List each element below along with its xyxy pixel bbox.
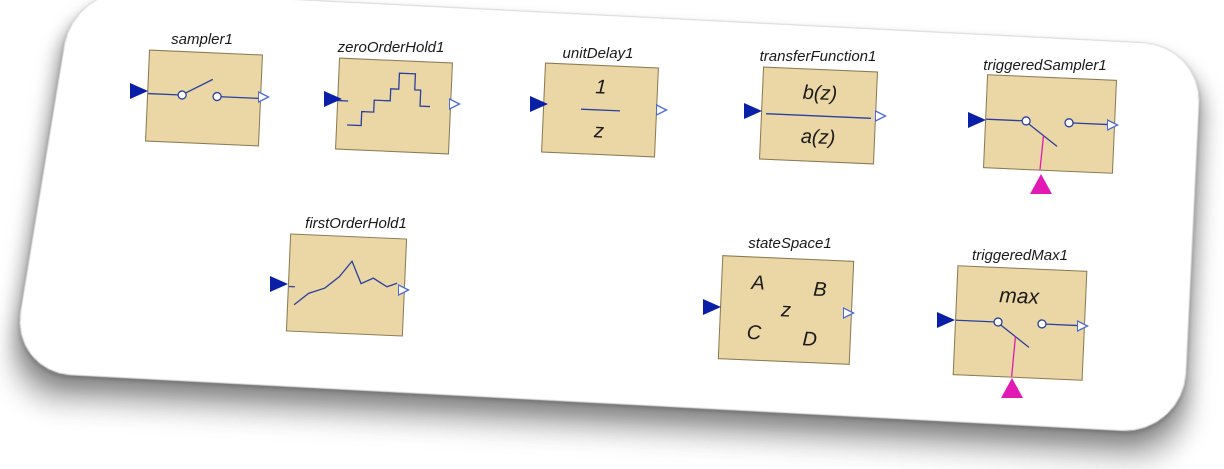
- triggeredSampler1-block[interactable]: [983, 74, 1117, 174]
- zeroOrderHold1-input-port[interactable]: [324, 91, 342, 107]
- triggeredSampler1-label: triggeredSampler1: [983, 57, 1107, 74]
- unitDelay1-output-port[interactable]: [656, 104, 668, 116]
- polyline-ramp-icon: [288, 259, 398, 306]
- triggeredMax1-input-port[interactable]: [937, 312, 955, 328]
- firstOrderHold1-label: firstOrderHold1: [305, 215, 407, 232]
- stateSpace1-B: B: [812, 278, 828, 302]
- fraction-bar: [765, 113, 871, 119]
- sampler1-output-port[interactable]: [258, 91, 270, 103]
- stateSpace1-z: z: [780, 299, 792, 322]
- transferFunction1-denominator: a(z): [800, 125, 836, 150]
- firstOrderHold1-input-port[interactable]: [270, 276, 288, 292]
- unitDelay1-denominator: z: [593, 120, 605, 143]
- transferFunction1-numerator: b(z): [802, 81, 838, 106]
- unitDelay1-numerator: 1: [594, 76, 608, 99]
- transferFunction1-label: transferFunction1: [759, 48, 877, 65]
- zeroOrderHold1-output-port[interactable]: [449, 98, 461, 110]
- triggeredSampler1-input-port[interactable]: [968, 112, 986, 128]
- stateSpace1-A: A: [750, 271, 766, 295]
- fraction-bar: [580, 108, 621, 112]
- firstOrderHold1-block[interactable]: [285, 233, 408, 337]
- zeroOrderHold1-block[interactable]: [335, 57, 453, 155]
- stateSpace1-output-port[interactable]: [843, 307, 855, 319]
- stateSpace1-input-port[interactable]: [703, 299, 721, 315]
- transferFunction1-input-port[interactable]: [744, 103, 762, 119]
- sampler1-label: sampler1: [171, 31, 233, 48]
- stateSpace1-D: D: [802, 328, 818, 351]
- unitDelay1-label: unitDelay1: [562, 45, 634, 62]
- zeroOrderHold1-label: zeroOrderHold1: [337, 39, 445, 56]
- stateSpace1-C: C: [746, 321, 762, 345]
- unitDelay1-input-port[interactable]: [530, 96, 548, 112]
- unitDelay1-block[interactable]: 1 z: [541, 62, 659, 158]
- staircase-icon: [338, 72, 431, 127]
- sampler1-input-port[interactable]: [130, 83, 148, 99]
- triggeredSampler1-trigger-port[interactable]: [1030, 174, 1052, 194]
- transferFunction1-block[interactable]: b(z) a(z): [759, 66, 878, 165]
- sampler1-block[interactable]: [145, 49, 263, 147]
- triggeredMax1-trigger-port[interactable]: [1001, 378, 1023, 398]
- triggered-switch-icon: [956, 317, 1084, 377]
- triggeredMax1-output-port[interactable]: [1077, 320, 1089, 332]
- triggeredMax1-label: triggeredMax1: [972, 247, 1068, 264]
- triggeredMax1-block[interactable]: max: [952, 265, 1088, 381]
- transferFunction1-output-port[interactable]: [875, 110, 887, 122]
- sampler-switch-icon: [148, 78, 261, 102]
- triggered-switch-icon: [986, 116, 1115, 170]
- triggeredSampler1-output-port[interactable]: [1107, 119, 1119, 131]
- stateSpace1-block[interactable]: A B z C D: [717, 255, 855, 365]
- stateSpace1-label: stateSpace1: [748, 235, 832, 252]
- firstOrderHold1-output-port[interactable]: [398, 284, 410, 296]
